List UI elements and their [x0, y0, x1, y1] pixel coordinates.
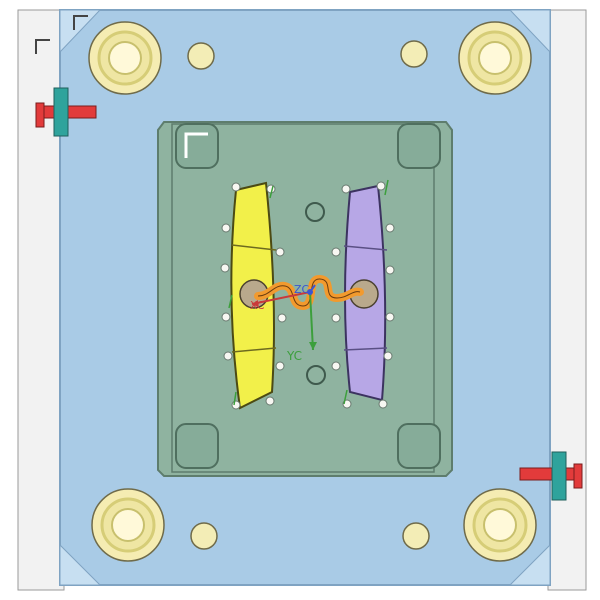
right-side-rail	[547, 9, 587, 591]
axis-label-xc: XC	[250, 299, 265, 312]
plate-corner-chamfer-br	[508, 543, 551, 586]
corner-mark-core	[184, 132, 208, 158]
molded-part-left[interactable]	[230, 181, 277, 410]
core-pin-bottom[interactable]	[306, 365, 326, 385]
corner-mark-plate	[73, 15, 88, 30]
axis-label-yc: YC	[286, 349, 302, 363]
corner-pocket-bl	[175, 423, 219, 469]
plate-corner-chamfer-bl	[59, 543, 102, 586]
axis-label-zc: ZC	[294, 283, 310, 296]
coordinate-triad	[228, 179, 389, 406]
corner-pocket-tr	[397, 123, 441, 169]
ejector-pins-right	[331, 181, 395, 409]
corner-pocket-br	[397, 423, 441, 469]
axis-tick-right	[384, 179, 389, 196]
plate-pin-tr[interactable]	[400, 40, 428, 68]
plate-pin-bl[interactable]	[190, 522, 218, 550]
plate-pin-tl[interactable]	[187, 42, 215, 70]
core-plate[interactable]	[157, 121, 453, 477]
corner-mark-left	[35, 39, 50, 54]
guide-bushing-tr[interactable]	[458, 21, 532, 95]
axis-tick-right-2	[343, 389, 348, 405]
guide-bushing-bl[interactable]	[91, 488, 165, 562]
guide-bushing-tl[interactable]	[88, 21, 162, 95]
plate-pin-br[interactable]	[402, 522, 430, 550]
plate-corner-chamfer-tr	[508, 9, 551, 54]
stop-block-left[interactable]	[35, 87, 97, 137]
axis-tick-top-left	[269, 185, 274, 199]
core-pin-top[interactable]	[305, 202, 325, 222]
plate-corner-chamfer-tl	[59, 9, 102, 54]
guide-bushing-br[interactable]	[463, 488, 537, 562]
axis-tick-left-2	[233, 391, 237, 406]
corner-pocket-tl	[175, 123, 219, 169]
stop-block-right[interactable]	[519, 451, 583, 501]
axis-tick-left	[228, 294, 233, 309]
